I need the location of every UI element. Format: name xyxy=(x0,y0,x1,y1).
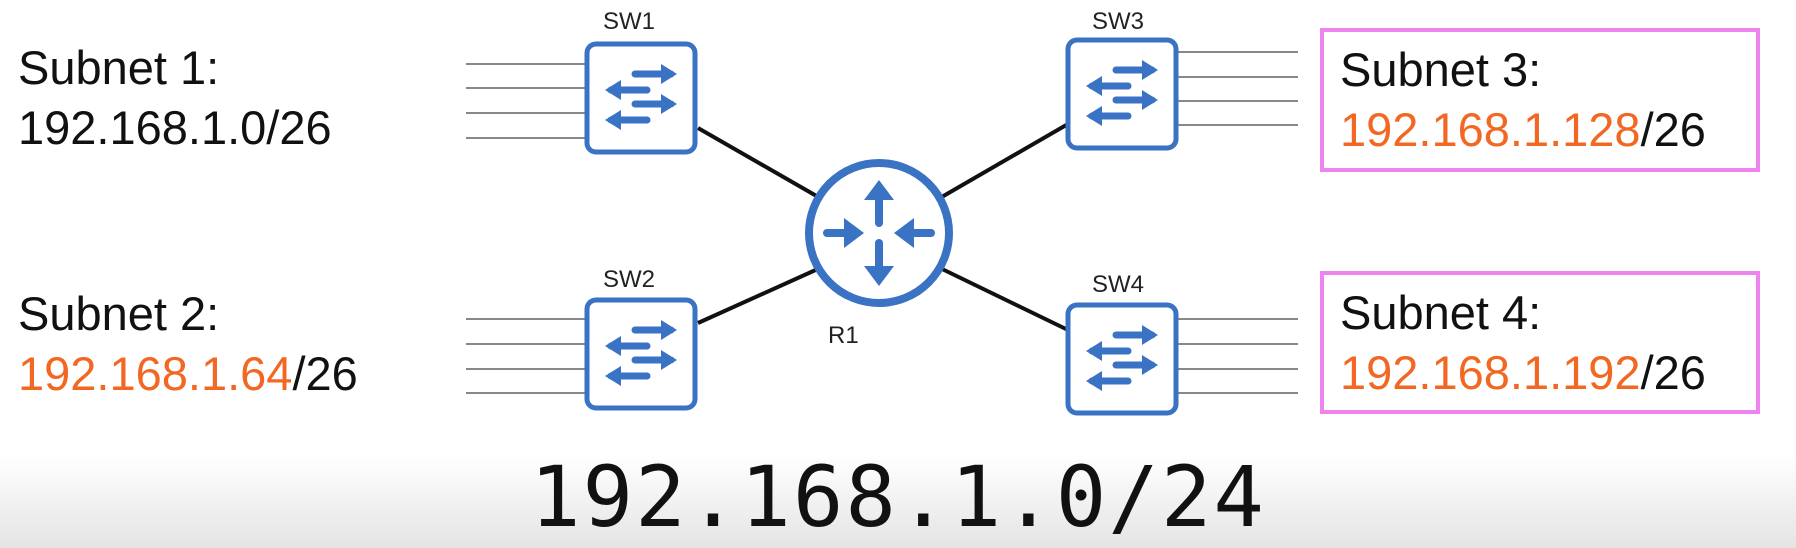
subnet-3-address: 192.168.1.128/26 xyxy=(1340,100,1748,160)
subnet-1-label: Subnet 1: xyxy=(18,41,220,94)
subnet-4: Subnet 4: 192.168.1.192/26 xyxy=(1320,271,1760,414)
subnet-2-address: 192.168.1.64/26 xyxy=(18,344,358,404)
link-sw3-r1 xyxy=(938,122,1070,200)
sw2-label: SW2 xyxy=(603,266,656,293)
subnet-1: Subnet 1: 192.168.1.0/26 xyxy=(18,38,332,158)
router-r1[interactable] xyxy=(805,159,953,307)
sw3-label: SW3 xyxy=(1092,8,1145,35)
subnet-2-mask: /26 xyxy=(292,347,358,400)
subnet-2: Subnet 2: 192.168.1.64/26 xyxy=(18,284,358,404)
switch-sw3[interactable] xyxy=(1065,37,1179,151)
subnet-4-label: Subnet 4: xyxy=(1340,286,1542,339)
link-sw2-r1 xyxy=(697,266,821,325)
subnet-4-host-part: 192.168.1.192 xyxy=(1340,346,1641,399)
bottom-shade xyxy=(0,455,1796,548)
subnet-4-address: 192.168.1.192/26 xyxy=(1340,343,1748,403)
port-lines-sw4 xyxy=(1176,318,1298,394)
links xyxy=(697,122,1070,332)
subnet-1-address: 192.168.1.0/26 xyxy=(18,98,332,158)
subnet-2-label: Subnet 2: xyxy=(18,287,220,340)
r1-label: R1 xyxy=(828,322,859,349)
switch-sw2[interactable] xyxy=(584,297,698,411)
subnet-3-host-part: 192.168.1.128 xyxy=(1340,103,1641,156)
subnet-3-label: Subnet 3: xyxy=(1340,43,1542,96)
port-lines-sw3 xyxy=(1176,51,1298,126)
network-address: 192.168.1.0/24 xyxy=(529,448,1266,546)
switch-sw1[interactable] xyxy=(584,41,698,155)
subnet-2-host-part: 192.168.1.64 xyxy=(18,347,293,400)
port-lines-sw2 xyxy=(466,318,586,394)
port-lines-sw1 xyxy=(466,63,586,139)
sw1-label: SW1 xyxy=(603,8,656,35)
subnet-3: Subnet 3: 192.168.1.128/26 xyxy=(1320,28,1760,172)
subnet-4-mask: /26 xyxy=(1640,346,1706,399)
subnet-3-mask: /26 xyxy=(1640,103,1706,156)
sw4-label: SW4 xyxy=(1092,271,1145,298)
subnet-1-address-text: 192.168.1.0/26 xyxy=(18,101,332,154)
link-sw1-r1 xyxy=(697,126,821,200)
router-arrows-icon xyxy=(823,180,935,286)
link-sw4-r1 xyxy=(939,266,1069,332)
switch-sw4[interactable] xyxy=(1065,302,1179,416)
